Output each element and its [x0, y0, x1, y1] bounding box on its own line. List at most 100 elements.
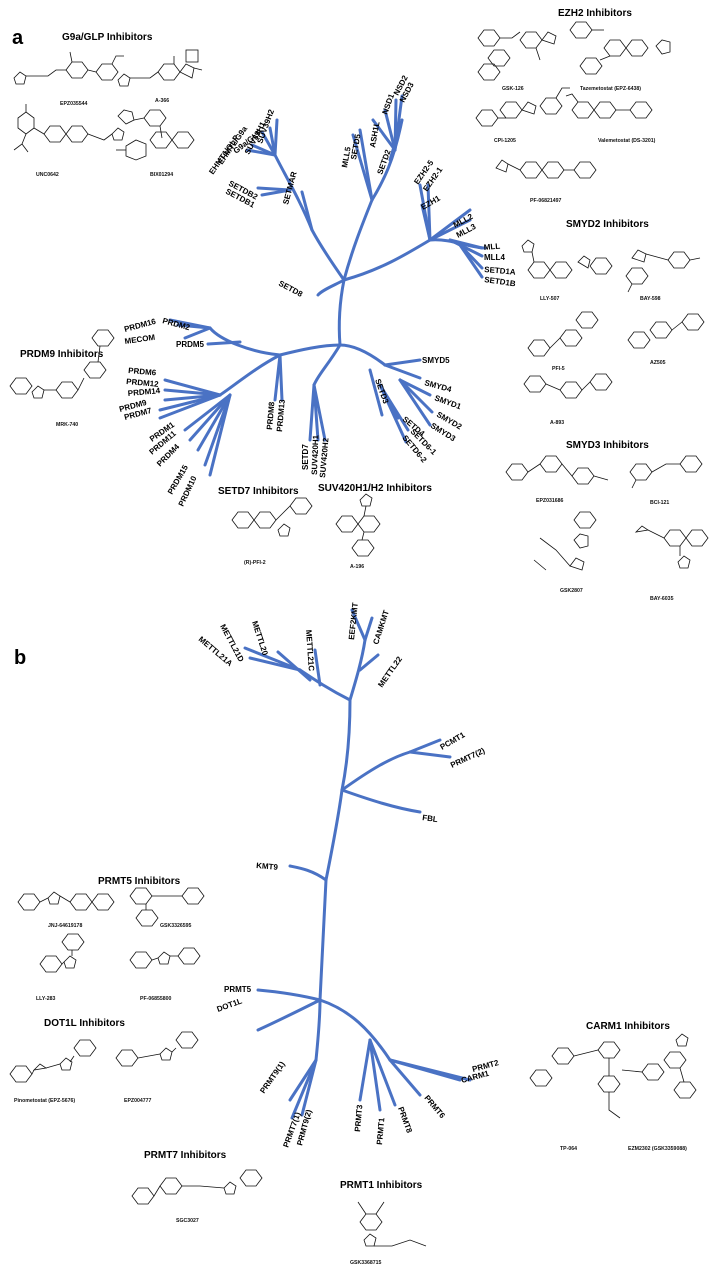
leaf-prmt1: PRMT1 [375, 1117, 386, 1145]
leaf-setd7: SETD7 [301, 444, 310, 470]
structure-tp-064 [529, 1041, 621, 1119]
compound-label: TP-064 [560, 1146, 577, 1152]
leaf-dot1l: DOT1L [216, 996, 244, 1013]
structure-cpi-1205 [475, 87, 570, 127]
panel-b-leaves: METTL21D METTL21A METTL20 METTL21C EEF2K… [197, 602, 501, 1149]
group-smyd2: SMYD2 Inhibitors LLY-507 BAY-598 PFI-5 [521, 219, 705, 426]
compound-label: EPZ004777 [124, 1098, 152, 1104]
leaf-fbl: FBL [422, 813, 439, 824]
compound-label: LLY-507 [540, 296, 560, 302]
group-title-text: G9a/GLP Inhibitors [62, 32, 153, 43]
structure-pf-06821497 [495, 159, 597, 179]
structure-lly-507 [521, 239, 613, 279]
compound-label: GSK-126 [502, 86, 524, 92]
structure-lly-283 [39, 933, 85, 973]
compound-label: GSK3368715 [350, 1260, 382, 1266]
leaf-prmt8: PRMT8 [396, 1106, 414, 1135]
compound-label: BAY-598 [640, 296, 661, 302]
compound-label: LLY-283 [36, 996, 56, 1002]
structure-pfi-5 [527, 311, 599, 357]
group-smyd3: SMYD3 Inhibitors EPZ031686 BCI-121 GSK28… [505, 440, 709, 602]
structure-epz004777 [115, 1031, 199, 1067]
panel-a-letter: a [12, 27, 24, 49]
structure-a-893 [523, 373, 613, 399]
group-ezh2: EZH2 Inhibitors GSK-126 Tazemetostat (EP… [475, 8, 671, 204]
structure-bix01294 [116, 109, 195, 161]
compound-label: A-196 [350, 564, 364, 570]
group-prdm9: PRDM9 Inhibitors MRK-740 [9, 329, 115, 428]
compound-label: UNC0642 [36, 172, 59, 178]
structure-pf-06855800 [129, 947, 201, 969]
compound-label: GSK3326595 [160, 923, 192, 929]
compound-label: EZM2302 (GSK3359088) [628, 1146, 687, 1152]
leaf-setd8: SETD8 [277, 279, 304, 299]
group-title: EZH2 Inhibitors [558, 8, 632, 19]
panel-b-letter: b [14, 647, 26, 669]
compound-label: MRK-740 [56, 422, 78, 428]
structure-unc0642 [13, 104, 125, 153]
group-suv420: SUV420H1/H2 Inhibitors A-196 [318, 483, 432, 570]
leaf-prmt6: PRMT6 [422, 1094, 447, 1121]
compound-label: EPZ035544 [60, 101, 88, 107]
structure-bay-598 [625, 249, 701, 293]
leaf-smyd5: SMYD5 [422, 356, 450, 365]
leaf-smyd1: SMYD1 [433, 393, 462, 411]
structure-bay-6035 [634, 525, 709, 569]
leaf-nsd1: NSD1 [380, 92, 396, 116]
leaf-prdm13: PRDM13 [275, 399, 287, 433]
leaf-mettl22: METTL22 [376, 654, 404, 689]
group-dot1l: DOT1L Inhibitors Pinometostat (EPZ-5676)… [9, 1018, 199, 1104]
structure-epz035544 [13, 51, 124, 85]
group-prmt5: PRMT5 Inhibitors JNJ-64619178 GSK3326595… [17, 876, 205, 1002]
leaf-setd1a: SETD1A [484, 265, 516, 277]
compound-label: PFI-5 [552, 366, 565, 372]
structure-jnj-64619178 [17, 891, 115, 911]
leaf-eef2kmt: EEF2KMT [347, 602, 360, 640]
leaf-setd1b: SETD1B [484, 275, 517, 288]
structure-a-366 [117, 49, 203, 87]
group-title: PRMT1 Inhibitors [340, 1180, 423, 1191]
compound-label: CPI-1205 [494, 138, 516, 144]
panel-b-tree [243, 608, 472, 1120]
leaf-setmar: SETMAR [281, 170, 298, 205]
group-setd7: SETD7 Inhibitors (R)-PFI-2 [218, 486, 313, 566]
structure-ezm2302 [621, 1033, 697, 1099]
structure-sgc3027 [131, 1169, 263, 1205]
compound-label: EPZ031686 [536, 498, 564, 504]
compound-label: GSK2807 [560, 588, 583, 594]
structure-gsk-126 [477, 29, 557, 81]
leaf-prdm5: PRDM5 [176, 340, 205, 349]
structure-gsk3326595 [129, 887, 205, 927]
compound-label: Tazemetostat (EPZ-6438) [580, 86, 641, 92]
group-prmt1: PRMT1 Inhibitors GSK3368715 [340, 1180, 427, 1266]
group-carm1: CARM1 Inhibitors TP-064 EZM2302 (GSK3359… [529, 1021, 697, 1152]
panel-a-tree [158, 94, 487, 477]
leaf-camkmt: CAMKMT [371, 609, 391, 646]
leaf-suv420h2: SUV420H2 [318, 437, 331, 478]
group-title: PRMT7 Inhibitors [144, 1150, 227, 1161]
leaf-mettl21c: METTL21C [304, 630, 316, 672]
leaf-prmt5: PRMT5 [224, 985, 252, 994]
group-title: SMYD3 Inhibitors [566, 440, 649, 451]
leaf-mecom: MECOM [124, 333, 156, 346]
compound-label: BIX01294 [150, 172, 173, 178]
group-title: DOT1L Inhibitors [44, 1018, 125, 1029]
group-title: SUV420H1/H2 Inhibitors [318, 483, 432, 494]
leaf-prdm14: PRDM14 [127, 386, 161, 398]
group-title: PRMT5 Inhibitors [98, 876, 181, 887]
group-title: CARM1 Inhibitors [586, 1021, 670, 1032]
leaf-mll4: MLL4 [484, 253, 505, 262]
leaf-prdm12: PRDM12 [126, 377, 160, 389]
leaf-smyd4: SMYD4 [423, 378, 452, 394]
group-g9a-glp: G9a/GLP Inhibitors EPZ035544 A-366 [13, 32, 203, 178]
leaf-prdm16: PRDM16 [123, 317, 157, 334]
structure-gsk3368715 [357, 1201, 427, 1247]
structure-r-pfi-2 [231, 497, 313, 537]
leaf-prdm6: PRDM6 [128, 366, 157, 377]
group-title: SETD7 Inhibitors [218, 486, 299, 497]
compound-label: BAY-6035 [650, 596, 674, 602]
compound-label: BCI-121 [650, 500, 669, 506]
compound-label: JNJ-64619178 [48, 923, 82, 929]
structure-pinometostat [9, 1039, 97, 1083]
group-title: PRDM9 Inhibitors [20, 349, 104, 360]
